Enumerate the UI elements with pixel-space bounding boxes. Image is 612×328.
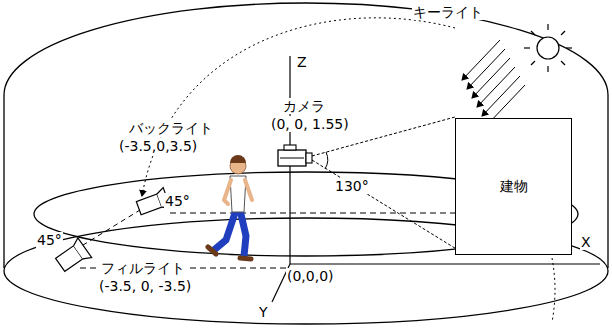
coordinate-label: (-3.5,0,3.5) [118, 138, 198, 154]
axis-label: Z [296, 54, 308, 70]
back-light-label: バックライト [128, 120, 214, 136]
key-light-label: キーライト [412, 4, 484, 20]
axis-label: X [580, 234, 592, 250]
coordinate-label: (0, 0, 1.55) [270, 116, 350, 132]
coordinate-label: (-3.5, 0, -3.5) [98, 278, 192, 294]
axis-label: Y [258, 304, 269, 320]
camera-label: カメラ [282, 98, 326, 114]
building-box: 建物 [455, 118, 572, 255]
fill-light-label: フィルライト [100, 260, 186, 276]
angle-label: 130° [334, 178, 370, 194]
coordinate-label: (0,0,0) [286, 268, 335, 284]
building-label: 建物 [500, 178, 528, 196]
angle-label: 45° [36, 232, 63, 248]
angle-label: 45° [164, 193, 191, 209]
